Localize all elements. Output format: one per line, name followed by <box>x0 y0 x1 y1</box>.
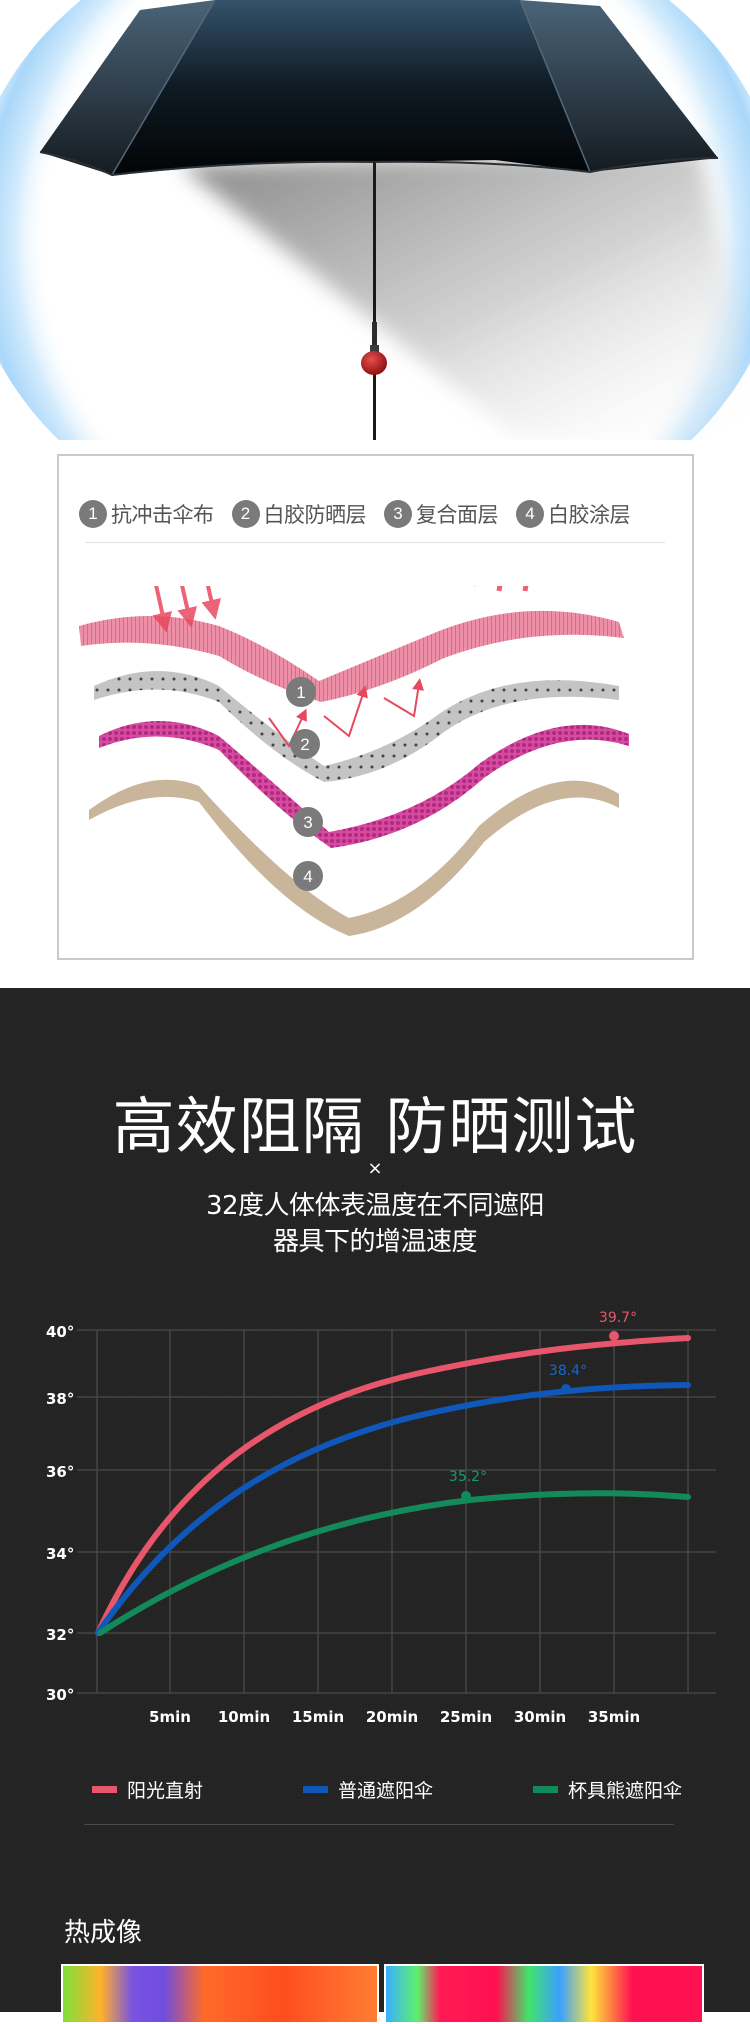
x-tick-35min: 35min <box>588 1708 640 1726</box>
temperature-line-chart: 40° 38° 36° 34° 32° 30° 5min 10min 15min… <box>46 1310 716 1726</box>
layer-3-composite <box>99 721 629 848</box>
series-line-brand-umbrella <box>97 1490 691 1636</box>
legend-label: 阳光直射 <box>127 1779 204 1802</box>
canopy-panel-right <box>520 0 718 172</box>
layer-4-coating <box>89 779 619 936</box>
legend-item-direct-sun: 阳光直射 <box>92 1776 203 1803</box>
legend-label: 复合面层 <box>416 503 499 527</box>
canopy-panel-center <box>112 0 590 175</box>
legend-label: 白胶防晒层 <box>263 503 367 527</box>
series-line-regular-umbrella <box>95 1382 691 1636</box>
series-line-direct-sun <box>95 1335 691 1636</box>
y-tick-34: 34° <box>46 1545 74 1563</box>
legend-label: 杯具熊遮阳伞 <box>567 1779 682 1802</box>
annotation-brand-umbrella: 35.2° <box>449 1469 487 1501</box>
y-tick-40: 40° <box>46 1323 74 1341</box>
legend-item-brand-umbrella: 杯具熊遮阳伞 <box>532 1776 682 1803</box>
legend-item-layer-2: 2 白胶防晒层 <box>231 499 367 529</box>
x-tick-15min: 15min <box>292 1708 344 1726</box>
svg-text:38.4°: 38.4° <box>549 1363 587 1379</box>
section-title: 高效阻隔 防晒测试 <box>112 1090 638 1163</box>
diagram-badge-4: 4 <box>293 861 323 891</box>
svg-text:35.2°: 35.2° <box>449 1469 487 1485</box>
legend-divider <box>85 542 665 543</box>
legend-label: 抗冲击伞布 <box>111 503 214 527</box>
x-tick-5min: 5min <box>149 1708 191 1726</box>
diagram-badge-3: 3 <box>293 807 323 837</box>
x-tick-30min: 30min <box>514 1708 566 1726</box>
layers-frame: 1 抗冲击伞布 2 白胶防晒层 3 复合面层 4 白胶涂层 <box>57 454 694 960</box>
annotation-regular-umbrella: 38.4° <box>549 1363 587 1394</box>
umbrella-shaft <box>373 162 376 440</box>
chart-subtitle: 32度人体体表温度在不同遮阳 器具下的增温速度 <box>0 1188 750 1260</box>
svg-text:39.7°: 39.7° <box>599 1310 637 1326</box>
diagram-badge-1: 1 <box>286 677 316 707</box>
legend-divider <box>84 1824 674 1825</box>
thermal-imaging-title: 热成像 <box>64 1918 143 1948</box>
diagram-badge-2: 2 <box>290 729 320 759</box>
number-badge: 2 <box>231 500 260 528</box>
separator-mark: × <box>367 1158 383 1179</box>
legend-item-layer-4: 4 白胶涂层 <box>516 499 631 529</box>
legend-item-layer-3: 3 复合面层 <box>384 499 499 529</box>
chart-legend: 阳光直射 普通遮阳伞 杯具熊遮阳伞 <box>92 1774 682 1804</box>
fabric-layers-diagram: 1 2 3 4 <box>79 586 629 936</box>
umbrella-hero <box>0 0 750 440</box>
x-tick-20min: 20min <box>366 1708 418 1726</box>
legend-swatch-red <box>92 1785 117 1793</box>
legend-item-layer-1: 1 抗冲击伞布 <box>79 499 214 529</box>
y-tick-38: 38° <box>46 1390 74 1408</box>
subtitle-line-2: 器具下的增温速度 <box>272 1227 478 1257</box>
legend-swatch-green <box>532 1785 558 1793</box>
y-tick-36: 36° <box>46 1463 74 1481</box>
umbrella-illustration <box>0 0 750 440</box>
y-tick-30: 30° <box>46 1686 74 1704</box>
sun-protection-test-section: 高效阻隔 防晒测试 × 32度人体体表温度在不同遮阳 器具下的增温速度 40 <box>0 988 750 2024</box>
canopy-panel-left <box>40 0 215 175</box>
svg-text:2: 2 <box>300 735 309 754</box>
x-tick-10min: 10min <box>218 1708 270 1726</box>
legend-item-regular-umbrella: 普通遮阳伞 <box>302 1776 433 1803</box>
layer-1-impact-fabric <box>79 610 624 702</box>
thermal-image-left <box>61 1964 379 2024</box>
svg-text:1: 1 <box>296 683 305 702</box>
number-badge: 3 <box>384 500 412 528</box>
thermal-image-right <box>384 1964 704 2024</box>
subtitle-line-1: 32度人体体表温度在不同遮阳 <box>205 1191 545 1221</box>
svg-text:4: 4 <box>303 867 312 886</box>
fabric-layers-section: 1 抗冲击伞布 2 白胶防晒层 3 复合面层 4 白胶涂层 <box>0 440 750 988</box>
layers-legend: 1 抗冲击伞布 2 白胶防晒层 3 复合面层 4 白胶涂层 <box>79 494 674 534</box>
red-handle <box>361 351 387 375</box>
number-badge: 1 <box>79 500 107 528</box>
y-tick-32: 32° <box>46 1626 74 1644</box>
legend-label: 白胶涂层 <box>548 503 631 527</box>
x-tick-25min: 25min <box>440 1708 492 1726</box>
layer-2-white-glue <box>94 671 619 782</box>
annotation-direct-sun: 39.7° <box>599 1310 637 1341</box>
number-badge: 4 <box>516 500 544 528</box>
svg-text:3: 3 <box>303 813 312 832</box>
legend-label: 普通遮阳伞 <box>337 1779 433 1802</box>
legend-swatch-blue <box>302 1785 328 1793</box>
